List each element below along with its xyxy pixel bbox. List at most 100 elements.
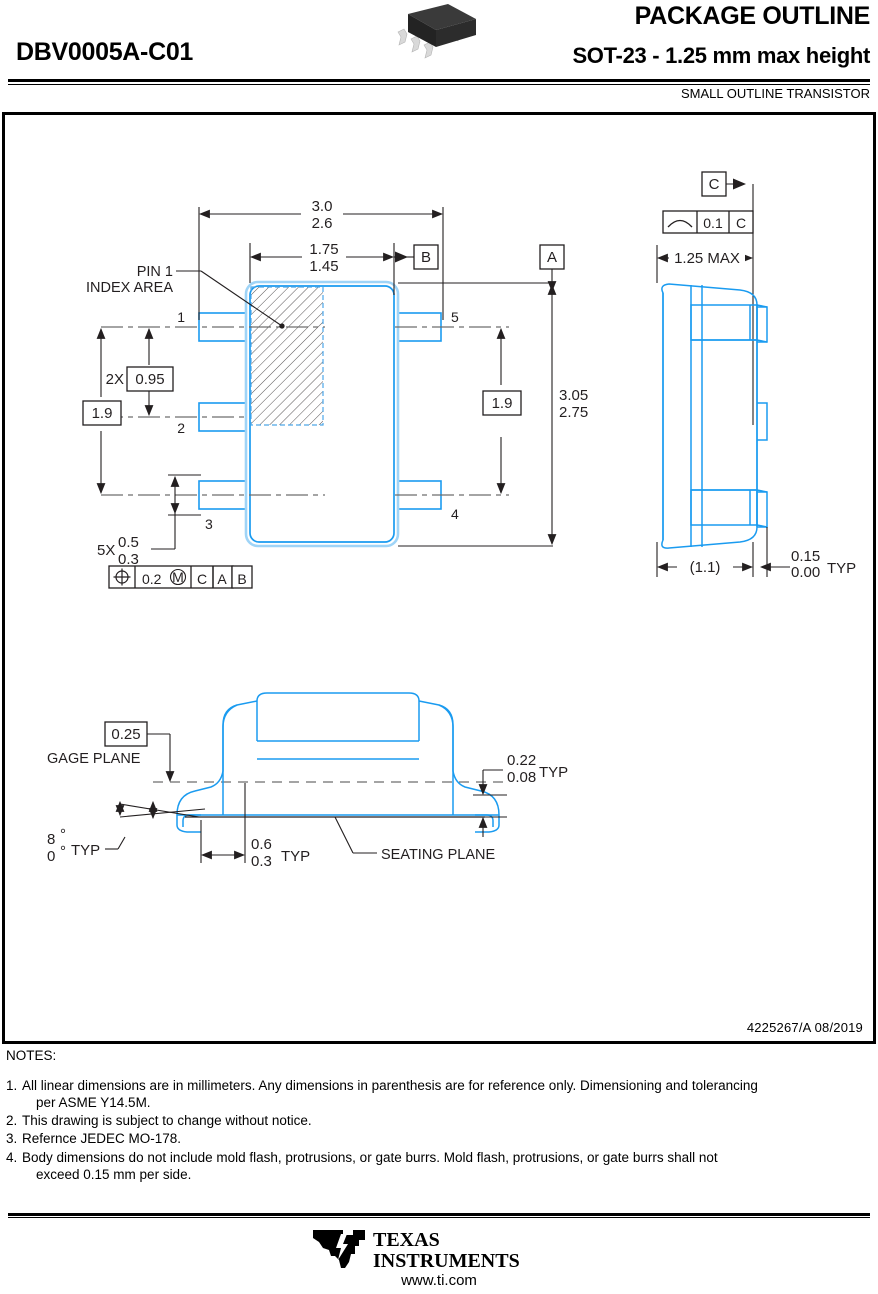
angle-max: 8 bbox=[47, 831, 55, 848]
dim-span-left-value: 1.9 bbox=[92, 405, 113, 422]
side-view-profile bbox=[661, 283, 768, 549]
note-item: 3. Refernce JEDEC MO-178. bbox=[6, 1130, 872, 1147]
dim-lead-thk-max: 0.22 bbox=[507, 752, 536, 769]
note-number: 2. bbox=[6, 1113, 18, 1129]
feature-control-frame-position: 0.2 M C A B bbox=[108, 565, 253, 589]
angle-unit-max: ° bbox=[60, 826, 66, 843]
pin1-leader-diag bbox=[200, 270, 285, 329]
profile-symbol-icon bbox=[667, 219, 693, 228]
centerlines bbox=[101, 326, 509, 496]
package-drawing: 1 2 3 5 4 PIN 1 INDEX AREA 3.0 2.6 bbox=[47, 171, 856, 870]
dim-lead-width-min: 0.3 bbox=[118, 551, 139, 568]
dim-span-right: 1.9 bbox=[482, 327, 522, 495]
pin1-label-line2: INDEX AREA bbox=[86, 280, 173, 296]
dim-index-max: 1.75 bbox=[309, 241, 338, 258]
logo-instruments-text: INSTRUMENTS bbox=[373, 1250, 520, 1270]
dim-span-right-value: 1.9 bbox=[492, 395, 513, 412]
dim-standoff-value: (1.1) bbox=[690, 559, 721, 576]
note-text: All linear dimensions are in millimeters… bbox=[22, 1077, 872, 1111]
dim-seating-min: 0.00 bbox=[791, 564, 820, 581]
angle-unit-min: ° bbox=[60, 843, 66, 860]
dim-lead-width: 5X 0.5 0.3 bbox=[97, 474, 201, 568]
position-symbol-icon bbox=[113, 568, 131, 586]
dim-gage-plane: 0.25 GAGE PLANE bbox=[47, 721, 175, 783]
texas-outline-icon bbox=[313, 1230, 365, 1268]
pin-number-2: 2 bbox=[177, 420, 185, 436]
note-item: 1. All linear dimensions are in millimet… bbox=[6, 1077, 872, 1111]
page-title: PACKAGE OUTLINE bbox=[634, 2, 871, 30]
dim-index-min: 1.45 bbox=[309, 258, 338, 275]
dim-lead-width-max: 0.5 bbox=[118, 534, 139, 551]
dim-lead-len-note: TYP bbox=[281, 848, 310, 865]
dim-span-right-box bbox=[482, 390, 522, 416]
datum-b-box bbox=[413, 244, 439, 270]
logo-accent-icon bbox=[336, 1234, 348, 1260]
pin-number-3: 3 bbox=[205, 516, 213, 532]
note-item: 2. This drawing is subject to change wit… bbox=[6, 1112, 872, 1129]
datum-c-label: C bbox=[709, 176, 720, 193]
notes-section: NOTES: 1. All linear dimensions are in m… bbox=[6, 1048, 872, 1184]
fcf-datum-1: C bbox=[197, 571, 207, 587]
notes-heading: NOTES: bbox=[6, 1048, 57, 1063]
angle-min: 0 bbox=[47, 848, 55, 865]
datum-c-feature: C bbox=[701, 171, 754, 425]
lead-left-group bbox=[198, 312, 250, 510]
pin1-index-area bbox=[250, 286, 324, 426]
note-item: 4. Body dimensions do not include mold f… bbox=[6, 1149, 872, 1183]
dim-pitch-box bbox=[126, 366, 174, 392]
dim-lead-qty: 5X bbox=[97, 542, 115, 559]
dim-span-left-box bbox=[82, 400, 122, 426]
pin-number-5: 5 bbox=[451, 309, 459, 325]
dim-pitch-value: 0.95 bbox=[135, 371, 164, 388]
fcf-modifier: M bbox=[172, 569, 184, 585]
dim-height-min: 2.75 bbox=[559, 404, 588, 421]
dim-lead-thk-note: TYP bbox=[539, 764, 568, 781]
note-number: 4. bbox=[6, 1149, 18, 1165]
note-line-1: All linear dimensions are in millimeters… bbox=[22, 1078, 758, 1093]
fcf-tolerance: 0.2 bbox=[142, 571, 162, 587]
ti-logo: TEXAS INSTRUMENTS bbox=[0, 1226, 878, 1275]
lead-profile bbox=[176, 692, 500, 833]
pin-number-4: 4 bbox=[451, 506, 459, 522]
gage-plane-value: 0.25 bbox=[111, 726, 140, 743]
header-divider bbox=[8, 79, 870, 85]
pin1-label-line1: PIN 1 bbox=[137, 264, 173, 280]
lead-detail-view: 0.25 GAGE PLANE 8 ° 0 ° TYP bbox=[47, 692, 568, 870]
dim-pitch-qty: 2X bbox=[106, 371, 124, 388]
package-category: SMALL OUTLINE TRANSISTOR bbox=[680, 86, 870, 101]
footer-divider bbox=[8, 1213, 870, 1218]
dim-lead-angle: 8 ° 0 ° TYP bbox=[47, 800, 206, 865]
datum-a-label: A bbox=[547, 249, 557, 266]
datum-b-label: B bbox=[421, 249, 431, 266]
dim-seating-max: 0.15 bbox=[791, 548, 820, 565]
dim-lead-thickness: 0.22 0.08 TYP bbox=[473, 752, 568, 837]
package-code: DBV0005A-C01 bbox=[16, 38, 194, 66]
pin-number-1: 1 bbox=[177, 309, 185, 325]
dim-package-height: 1.25 MAX bbox=[656, 245, 754, 283]
dim-height-max: 3.05 bbox=[559, 387, 588, 404]
page-subtitle: SOT-23 - 1.25 mm max height bbox=[572, 43, 870, 68]
dim-pitch: 2X 0.95 bbox=[106, 327, 174, 417]
dim-lead-seating: 0.15 0.00 TYP bbox=[759, 527, 856, 581]
note-number: 3. bbox=[6, 1131, 18, 1147]
dim-standoff-ref: (1.1) bbox=[656, 542, 754, 577]
logo-texas-text: TEXAS bbox=[373, 1229, 440, 1251]
side-view: C 0.1 C 1.25 MA bbox=[656, 171, 856, 581]
dim-body-width: 3.0 2.6 bbox=[198, 198, 444, 320]
dim-lead-length: 0.6 0.3 TYP bbox=[200, 783, 310, 870]
datum-c-box bbox=[701, 171, 727, 197]
dim-height-max-value: 1.25 MAX bbox=[674, 250, 740, 267]
ti-website-url: www.ti.com bbox=[401, 1272, 477, 1289]
note-text: This drawing is subject to change withou… bbox=[22, 1113, 312, 1129]
feature-control-frame-flatness: 0.1 C bbox=[662, 210, 754, 234]
angle-note: TYP bbox=[71, 842, 100, 859]
texas-instruments-logo-icon: TEXAS INSTRUMENTS bbox=[313, 1229, 520, 1272]
note-text: Body dimensions do not include mold flas… bbox=[22, 1149, 872, 1183]
sot23-package-photo bbox=[397, 4, 476, 59]
note-line-1: Body dimensions do not include mold flas… bbox=[22, 1149, 718, 1165]
mmc-modifier-icon bbox=[169, 568, 187, 586]
dim-lead-len-max: 0.6 bbox=[251, 836, 272, 853]
dim-span-left: 1.9 bbox=[82, 327, 122, 495]
fcf-datum-3: B bbox=[237, 571, 246, 587]
seating-plane-label: SEATING PLANE bbox=[381, 847, 495, 863]
